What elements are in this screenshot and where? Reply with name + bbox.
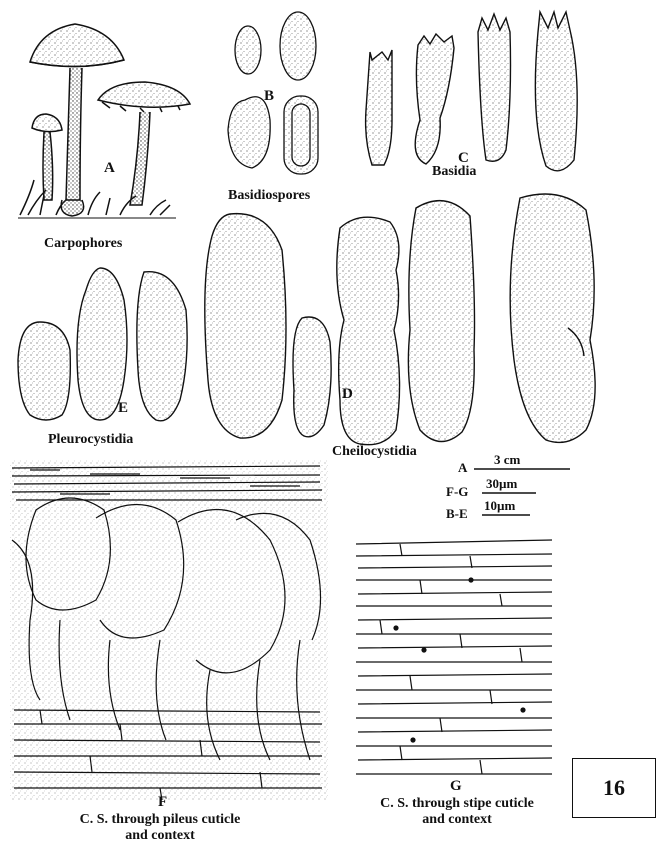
caption-carpophores: Carpophores — [44, 236, 122, 252]
label-f: F — [158, 794, 167, 811]
label-a: A — [104, 160, 115, 177]
caption-pileus-line1: C. S. through pileus cuticle — [40, 812, 280, 828]
scale-value-fg: 30µm — [486, 476, 517, 492]
stipe-section-illustration — [356, 540, 552, 774]
caption-stipe-section: C. S. through stipe cuticle and context — [352, 796, 562, 828]
scale-value-a: 3 cm — [494, 452, 520, 468]
label-b: B — [264, 88, 274, 105]
cheilocystidia-illustration — [293, 194, 595, 445]
scale-key-fg: F-G — [446, 484, 468, 500]
scale-value-be: 10µm — [484, 498, 515, 514]
caption-pileus-line2: and context — [40, 828, 280, 844]
caption-stipe-line1: C. S. through stipe cuticle — [352, 796, 562, 812]
caption-stipe-line2: and context — [352, 812, 562, 828]
scale-key-a: A — [458, 460, 467, 476]
carpophores-illustration — [18, 24, 190, 218]
label-g: G — [450, 778, 462, 795]
pileus-section-illustration — [10, 460, 328, 800]
scale-key-be: B-E — [446, 506, 468, 522]
caption-pileus-section: C. S. through pileus cuticle and context — [40, 812, 280, 844]
caption-pleurocystidia: Pleurocystidia — [48, 432, 133, 448]
basidia-illustration — [366, 12, 578, 171]
label-e: E — [118, 400, 128, 417]
caption-cheilocystidia: Cheilocystidia — [332, 444, 417, 460]
caption-basidiospores: Basidiospores — [228, 188, 310, 204]
label-d: D — [342, 386, 353, 403]
plate-number: 16 — [572, 758, 656, 818]
caption-basidia: Basidia — [432, 164, 476, 180]
